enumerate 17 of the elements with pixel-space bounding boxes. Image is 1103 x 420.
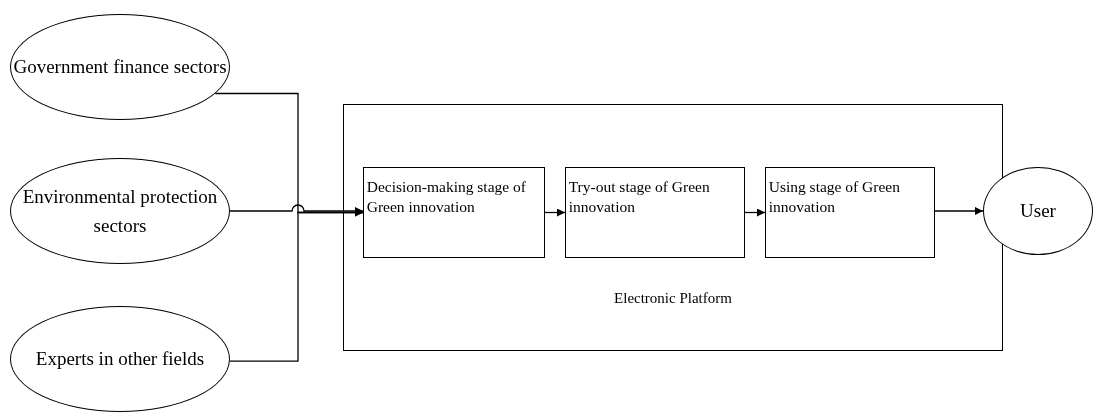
platform-label: Electronic Platform <box>613 290 733 307</box>
node-label: Experts in other fields <box>35 347 205 372</box>
node-label: Environmental protection sectors <box>21 184 219 238</box>
process-box <box>362 166 545 258</box>
platform-frame <box>343 104 1003 351</box>
arrow <box>229 208 364 362</box>
node-label: Government finance sectors <box>13 55 227 80</box>
arrow <box>744 208 766 217</box>
arrow <box>229 204 364 215</box>
node-label: Using stage of Green innovation <box>768 177 900 215</box>
arrow <box>544 208 566 217</box>
node-label: User <box>1020 199 1056 224</box>
node-label: Decision-making stage of Green innovation <box>366 177 526 215</box>
node-label: Try-out stage of Green innovation <box>568 177 710 215</box>
arrow <box>934 207 984 215</box>
process-box <box>764 166 935 258</box>
process-box <box>564 166 745 258</box>
